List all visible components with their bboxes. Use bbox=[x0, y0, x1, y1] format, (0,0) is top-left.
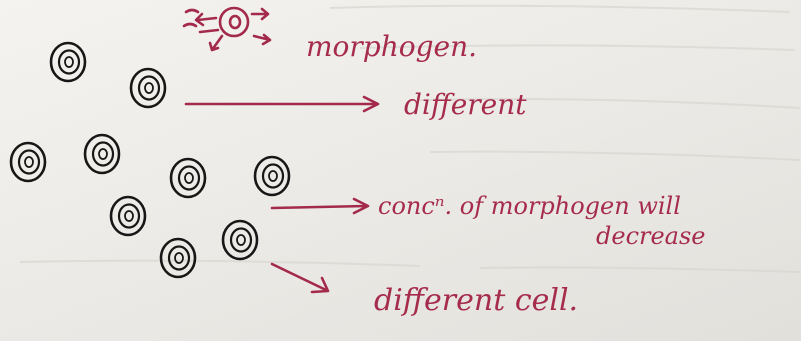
concentration-label-line1: concⁿ. of morphogen will bbox=[378, 192, 681, 220]
arrow-to-concentration bbox=[270, 197, 370, 215]
morphogen-label: morphogen. bbox=[306, 30, 477, 63]
arrow-to-different-cell bbox=[270, 262, 330, 294]
cell bbox=[159, 237, 197, 279]
cell bbox=[109, 195, 147, 237]
cell bbox=[129, 67, 167, 109]
cell-cluster bbox=[9, 41, 291, 279]
cell bbox=[49, 41, 87, 83]
cell bbox=[169, 157, 207, 199]
cell bbox=[83, 133, 121, 175]
morphogen-source bbox=[182, 6, 272, 52]
cell bbox=[221, 219, 259, 261]
arrow-to-different bbox=[184, 95, 380, 113]
different-cell-label: different cell. bbox=[374, 283, 578, 318]
different-label: different bbox=[404, 88, 527, 121]
concentration-label-line2: decrease bbox=[596, 222, 706, 250]
bleed-through-lines bbox=[19, 4, 801, 273]
cell bbox=[9, 141, 47, 183]
cell bbox=[253, 155, 291, 197]
